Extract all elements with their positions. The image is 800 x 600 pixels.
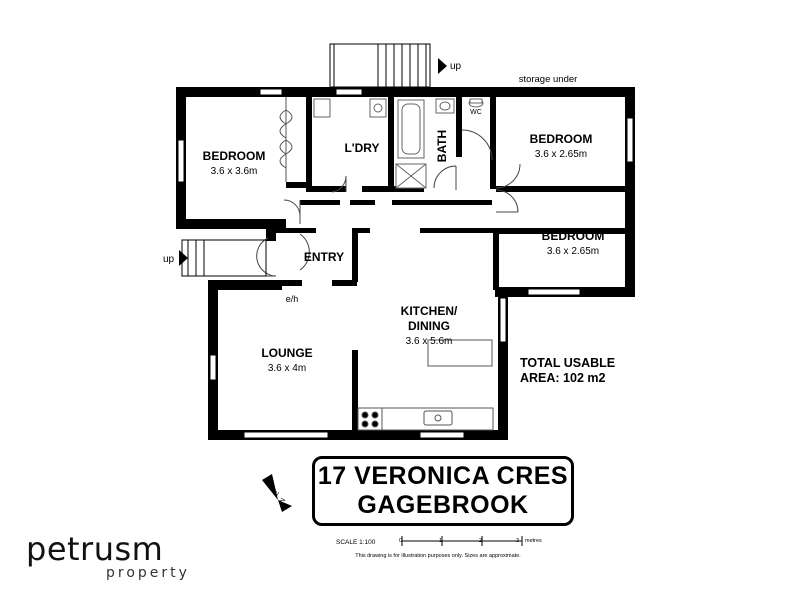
address-title-box: 17 VERONICA CRES GAGEBROOK [312, 456, 574, 526]
side-stairs [181, 239, 267, 277]
scale-tick-1: 1 [439, 538, 442, 544]
petrusma-logo: petrusm property [26, 532, 190, 580]
compass-e: E [273, 489, 282, 497]
address-line1: 17 VERONICA CRES [317, 462, 569, 490]
storage-label: storage under [519, 74, 578, 85]
up-arrow-icon [179, 250, 188, 266]
lounge-dimensions: 3.6 x 4m [268, 363, 306, 374]
kitchen-fixtures [357, 339, 494, 431]
wardrobe [279, 97, 293, 182]
bedroom3-dimensions: 3.6 x 2.65m [547, 246, 599, 257]
up-label-top: up [450, 61, 462, 72]
laundry-label: L'DRY [344, 141, 379, 155]
entry-label: ENTRY [304, 250, 344, 264]
lounge-label: LOUNGE [261, 346, 312, 360]
total-area-line2: AREA: 102 m2 [520, 371, 606, 385]
up-arrow-icon [438, 58, 447, 74]
bedroom2-label: BEDROOM [530, 132, 593, 146]
scale-tick-3: 3 [516, 538, 519, 544]
address-line2: GAGEBROOK [357, 491, 529, 519]
scale-disclaimer: This drawing is for illustration purpose… [355, 553, 521, 559]
bedroom1-dimensions: 3.6 x 3.6m [211, 166, 258, 177]
logo-wordmark: petrusm [26, 530, 164, 568]
bathroom-fixtures [395, 98, 484, 189]
scale-tick-0: 0 [399, 538, 402, 544]
windows [177, 88, 634, 439]
scale-tick-2: 2 [479, 538, 482, 544]
scale-bar: SCALE 1:100 0 1 2 3 metres This drawing … [336, 536, 542, 559]
wc-label: WC [470, 109, 482, 116]
kitchen-label-line1: KITCHEN/ [401, 304, 458, 318]
bedroom3-label: BEDROOM [542, 229, 605, 243]
kitchen-label-line2: DINING [408, 319, 450, 333]
compass-n: N [279, 497, 288, 505]
scale-label: SCALE 1:100 [336, 539, 376, 546]
compass-s: S [266, 480, 275, 488]
interior-walls [276, 97, 631, 436]
scale-unit: metres [525, 538, 542, 544]
laundry-fixtures [313, 98, 387, 118]
kitchen-dimensions: 3.6 x 5.6m [406, 336, 453, 347]
door-swings [256, 129, 521, 277]
bedroom2-dimensions: 3.6 x 2.65m [535, 149, 587, 160]
total-area: TOTAL USABLE AREA: 102 m2 [520, 356, 615, 386]
up-label-left: up [163, 254, 175, 265]
bath-label: BATH [435, 130, 449, 162]
eh-label: e/h [286, 294, 299, 304]
compass-icon: S E N [262, 474, 292, 512]
rear-stairs [329, 43, 431, 88]
logo-subtitle: property [106, 565, 190, 581]
total-area-line1: TOTAL USABLE [520, 356, 616, 370]
bedroom1-label: BEDROOM [203, 149, 266, 163]
